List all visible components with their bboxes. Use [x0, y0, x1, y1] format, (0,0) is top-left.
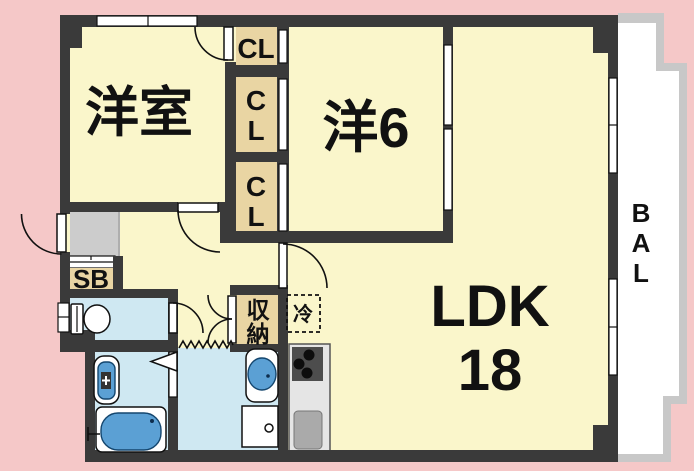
closet-middle-label-c: C [246, 85, 266, 116]
balcony-floor [618, 23, 679, 454]
toilet-icon [70, 303, 111, 335]
balcony-label-l: L [633, 258, 649, 288]
closet-middle-label-l: L [247, 115, 264, 146]
exterior-cutout [0, 348, 85, 471]
closet-bottom-label-l: L [247, 201, 264, 232]
washbasin-icon [245, 348, 279, 403]
bath-folding-door-icon [148, 350, 178, 398]
refrigerator-icon [286, 294, 321, 333]
closet-slide-door [278, 29, 288, 64]
western-room-hall-door [177, 202, 221, 253]
closet-slide-door [278, 163, 288, 232]
balcony-label-b: B [632, 198, 651, 228]
labels: 洋室 洋6 LDK 18 CL C L C L 収 納 冷 SB B A L [73, 33, 651, 403]
storage-label-1: 収 [247, 297, 271, 323]
entrance-door [20, 213, 67, 255]
western-room-top-door [194, 26, 234, 61]
sliding-doors [278, 29, 453, 232]
window-top [96, 15, 198, 27]
burner-icon [293, 358, 305, 370]
room-slide-door [443, 128, 453, 211]
western-room-6-label: 洋6 [322, 96, 409, 159]
balcony [618, 13, 687, 462]
kitchen-counter [288, 343, 331, 453]
bathroom-vanity-icon [93, 355, 120, 405]
doors [20, 26, 328, 350]
room-slide-door [443, 44, 453, 126]
refrigerator-box [286, 294, 321, 333]
closet-slide-door [278, 78, 288, 151]
window-toilet [57, 302, 70, 333]
closet-bottom-label-c: C [246, 171, 266, 202]
washing-machine-pan-icon [241, 405, 279, 448]
refrigerator-label: 冷 [293, 302, 313, 326]
bath-faucet-icon [87, 427, 100, 441]
window-right-lower [608, 278, 618, 376]
storage-floor [236, 295, 278, 344]
bathtub-icon [87, 406, 167, 453]
windows [57, 15, 618, 376]
shoe-box-floor [70, 268, 113, 290]
storage-label-2: 納 [247, 321, 270, 347]
accordion-door-icon [178, 339, 234, 350]
burner-icon [301, 367, 313, 379]
entrance-floor [70, 212, 120, 258]
ldk-door [278, 242, 328, 289]
shoe-box-label: SB [73, 264, 109, 294]
window-right-upper [608, 77, 618, 174]
western-room-label: 洋室 [85, 83, 193, 143]
kitchen-sink-icon [293, 410, 323, 450]
closet-top-floor [236, 27, 277, 65]
toilet-door [168, 302, 204, 334]
closet-top-label: CL [237, 33, 274, 64]
balcony-label-a: A [632, 228, 651, 258]
burner-icon [303, 349, 315, 361]
closet-middle-floor [236, 77, 277, 152]
closet-bottom-floor [236, 162, 277, 231]
ldk-label: LDK [430, 274, 549, 339]
ldk-size-label: 18 [458, 338, 523, 403]
